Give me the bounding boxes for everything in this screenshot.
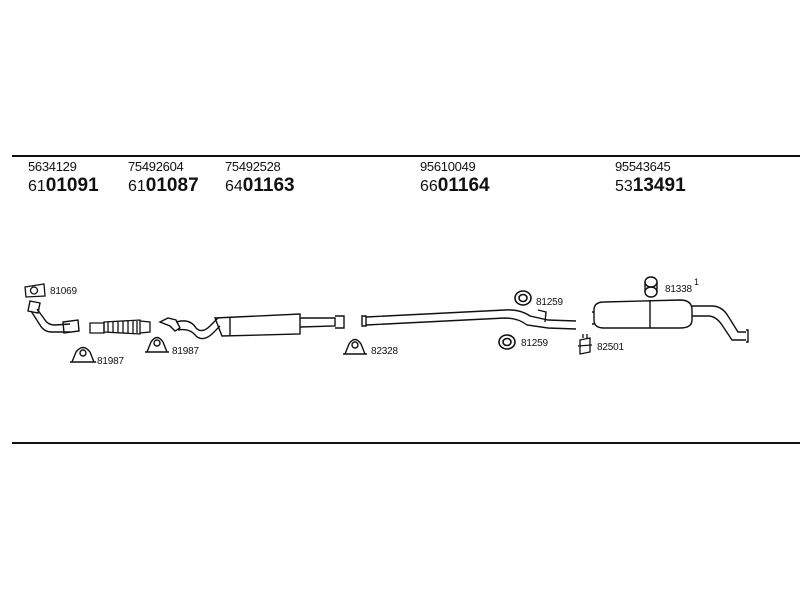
part-label-hanger-qty: 1	[694, 277, 699, 287]
middle-pipe-icon	[361, 309, 577, 330]
header-part-5: 95543645 5313491	[615, 160, 686, 197]
ring-icon	[498, 334, 516, 350]
clamp-icon	[343, 338, 367, 355]
catalog-number: 6601164	[420, 175, 490, 196]
top-divider	[12, 155, 800, 157]
bracket-icon	[577, 334, 593, 355]
rear-silencer-icon	[592, 299, 749, 343]
part-label-ring: 81259	[521, 338, 548, 349]
ring-icon	[514, 290, 532, 306]
oem-number: 75492528	[225, 159, 281, 174]
part-label-clamp: 81987	[97, 356, 124, 367]
oem-number: 95543645	[615, 159, 671, 174]
bottom-divider	[12, 442, 800, 444]
catalog-number: 6401163	[225, 175, 295, 196]
flex-pipe-icon	[89, 319, 151, 335]
part-label-clamp: 81987	[172, 346, 199, 357]
header-part-1: 5634129 6101091	[28, 160, 99, 197]
header-part-3: 75492528 6401163	[225, 160, 295, 197]
part-label-gasket: 81069	[50, 286, 77, 297]
front-silencer-icon	[158, 313, 345, 340]
catalog-number: 6101091	[28, 175, 99, 196]
oem-number: 5634129	[28, 159, 77, 174]
part-label-ring: 81259	[536, 297, 563, 308]
hanger-icon	[644, 276, 658, 298]
catalog-number: 5313491	[615, 175, 686, 196]
part-label-bracket: 82501	[597, 342, 624, 353]
catalog-number: 6101087	[128, 175, 199, 196]
clamp-icon	[145, 336, 169, 353]
clamp-icon	[70, 346, 96, 363]
part-label-clamp: 82328	[371, 346, 398, 357]
part-label-hanger: 81338	[665, 284, 692, 295]
header-part-4: 95610049 6601164	[420, 160, 490, 197]
oem-number: 75492604	[128, 159, 184, 174]
header-part-2: 75492604 6101087	[128, 160, 199, 197]
gasket-icon	[24, 283, 46, 298]
oem-number: 95610049	[420, 159, 476, 174]
front-pipe-icon	[27, 300, 80, 334]
